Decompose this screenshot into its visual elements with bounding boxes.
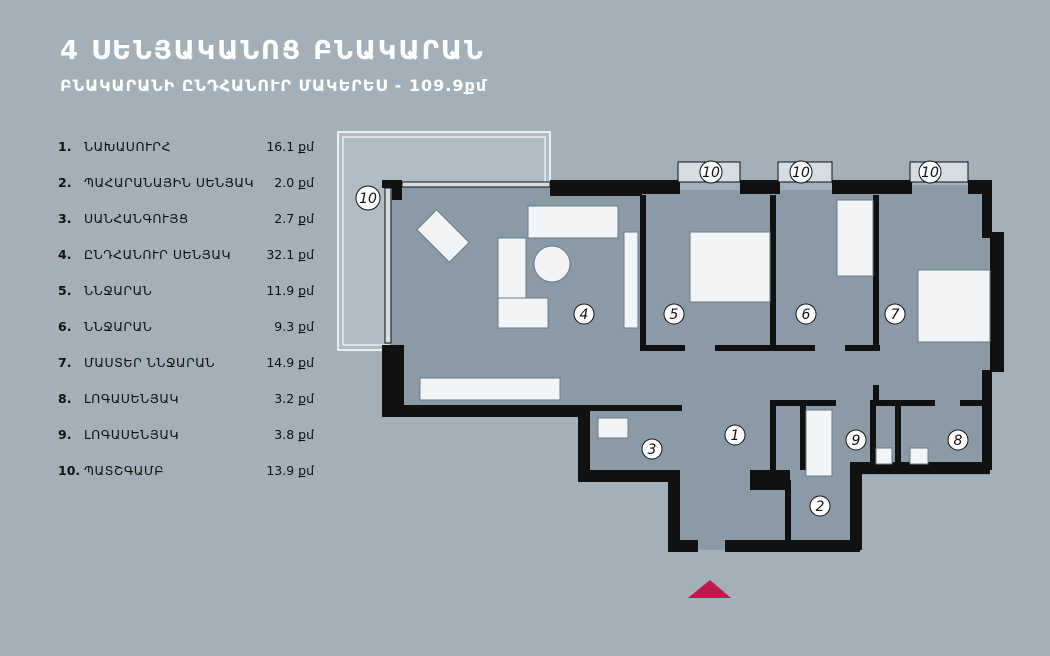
room-label-10-window-1: 10 <box>702 165 720 181</box>
room-label-1: 1 <box>731 428 740 444</box>
room-area: 13.9 քմ <box>266 462 314 478</box>
room-area: 32.1 քմ <box>266 246 314 262</box>
room-number: 5. <box>58 282 72 298</box>
room-area: 3.8 քմ <box>274 426 314 442</box>
room-label-4: 4 <box>580 307 589 323</box>
room-number: 10. <box>58 462 81 478</box>
room-area: 3.2 քմ <box>274 390 314 406</box>
room-name: ՊԱՏՇԳԱՄԲ <box>84 462 164 478</box>
list-item: 6. ՆՆՋԱՐԱՆ 9.3 քմ <box>58 308 314 344</box>
room-name: ԸՆԴՀԱՆՈՒՐ ՍԵՆՅԱԿ <box>84 246 232 262</box>
room-list: 1. ՆԱԽԱՍՈՒՐՀ 16.1 քմ 2. ՊԱՀԱՐԱՆԱՅԻՆ ՍԵՆՅ… <box>58 128 314 488</box>
entrance-marker <box>688 580 731 598</box>
page-title: 4 ՍԵՆՅԱԿԱՆՈՑ ԲՆԱԿԱՐԱՆ <box>60 36 485 66</box>
room-label-6: 6 <box>802 307 811 323</box>
room-number: 9. <box>58 426 72 442</box>
room-name: ՆՆՋԱՐԱՆ <box>84 318 153 334</box>
room-name: ԼՈԳԱՍԵՆՅԱԿ <box>84 390 180 406</box>
room-name: ՄԱՍՏԵՐ ՆՆՋԱՐԱՆ <box>84 354 215 370</box>
room-number: 3. <box>58 210 72 226</box>
room-area: 14.9 քմ <box>266 354 314 370</box>
furniture <box>416 199 991 477</box>
page-subtitle: ԲՆԱԿԱՐԱՆԻ ԸՆԴՀԱՆՈՒՐ ՄԱԿԵՐԵՍ - 109.9քմ <box>60 76 488 95</box>
room-area: 2.7 քմ <box>274 210 314 226</box>
room-number: 8. <box>58 390 72 406</box>
room-label-9: 9 <box>852 433 861 449</box>
room-name: ՍԱՆՀԱՆԳՈՒՅՑ <box>84 210 189 226</box>
room-label-10-window-2: 10 <box>792 165 810 181</box>
room-label-5: 5 <box>670 307 679 323</box>
list-item: 2. ՊԱՀԱՐԱՆԱՅԻՆ ՍԵՆՅԱԿ 2.0 քմ <box>58 164 314 200</box>
room-area: 2.0 քմ <box>274 174 314 190</box>
room-name: ՊԱՀԱՐԱՆԱՅԻՆ ՍԵՆՅԱԿ <box>83 174 255 190</box>
list-item: 4. ԸՆԴՀԱՆՈՒՐ ՍԵՆՅԱԿ 32.1 քմ <box>58 236 314 272</box>
list-item: 3. ՍԱՆՀԱՆԳՈՒՅՑ 2.7 քմ <box>58 200 314 236</box>
room-number: 1. <box>58 138 72 154</box>
room-name: ԼՈԳԱՍԵՆՅԱԿ <box>84 426 180 442</box>
list-item: 5. ՆՆՋԱՐԱՆ 11.9 քմ <box>58 272 314 308</box>
room-name: ՆՆՋԱՐԱՆ <box>84 282 153 298</box>
room-number: 7. <box>58 354 72 370</box>
room-label-8: 8 <box>954 433 963 449</box>
floor-plan: 1 2 3 4 5 6 7 8 9 10 10 10 10 <box>337 131 1004 598</box>
room-label-3: 3 <box>648 442 657 458</box>
walls <box>382 180 1004 552</box>
room-label-10-window-3: 10 <box>921 165 939 181</box>
room-number: 2. <box>58 174 72 190</box>
room-area: 11.9 քմ <box>266 282 314 298</box>
list-item: 8. ԼՈԳԱՍԵՆՅԱԿ 3.2 քմ <box>58 380 314 416</box>
list-item: 1. ՆԱԽԱՍՈՒՐՀ 16.1 քմ <box>58 128 314 164</box>
room-label-7: 7 <box>891 307 900 323</box>
list-item: 10. ՊԱՏՇԳԱՄԲ 13.9 քմ <box>58 452 314 488</box>
list-item: 9. ԼՈԳԱՍԵՆՅԱԿ 3.8 քմ <box>58 416 314 452</box>
room-area: 9.3 քմ <box>274 318 314 334</box>
room-number: 6. <box>58 318 72 334</box>
list-item: 7. ՄԱՍՏԵՐ ՆՆՋԱՐԱՆ 14.9 քմ <box>58 344 314 380</box>
room-label-10-terrace: 10 <box>359 191 377 207</box>
room-name: ՆԱԽԱՍՈՒՐՀ <box>84 138 171 154</box>
room-label-2: 2 <box>816 499 825 515</box>
room-labels: 1 2 3 4 5 6 7 8 9 10 10 10 10 <box>355 160 969 517</box>
room-number: 4. <box>58 246 72 262</box>
room-area: 16.1 քմ <box>266 138 314 154</box>
